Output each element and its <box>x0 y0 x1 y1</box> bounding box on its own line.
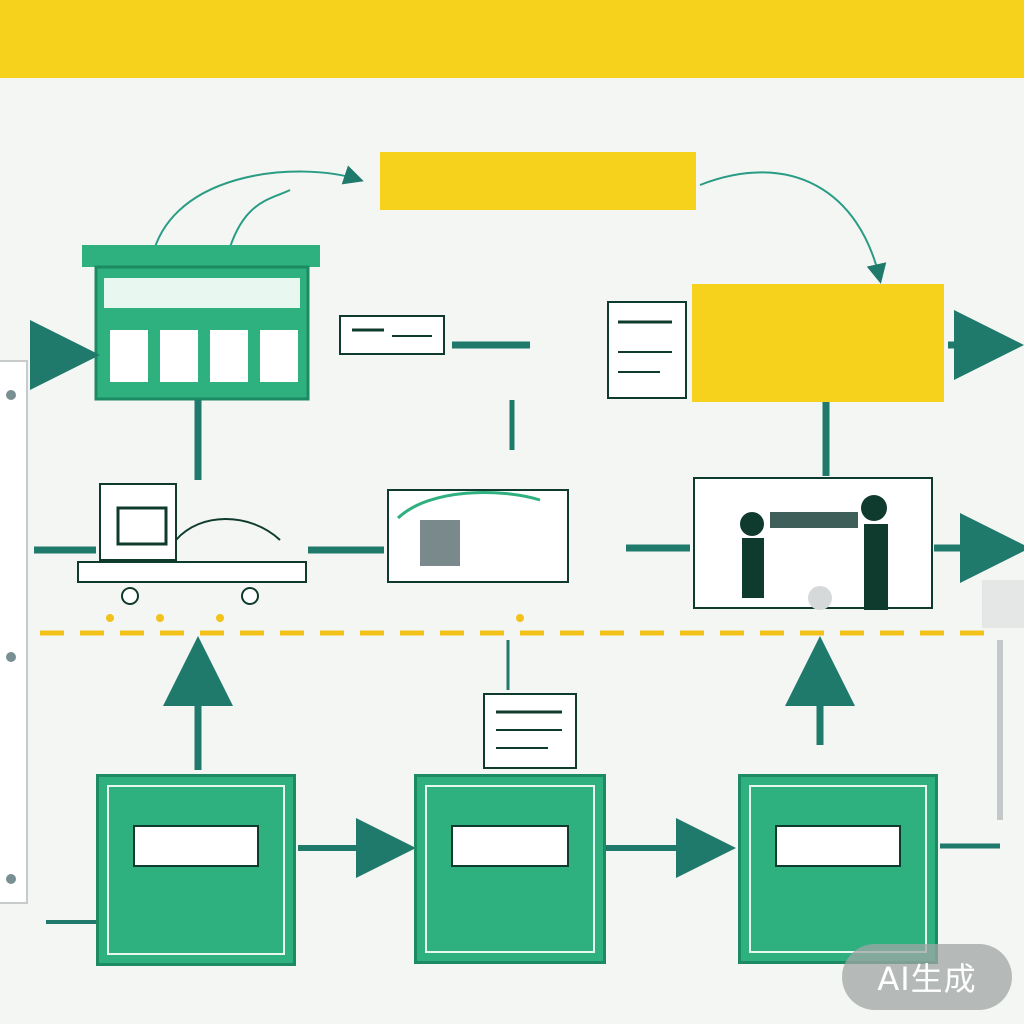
ai-generated-watermark: AI生成 <box>842 944 1012 1010</box>
top-banner <box>0 0 1024 78</box>
card-border <box>107 785 285 955</box>
step-card-2 <box>414 774 606 964</box>
card-border <box>749 785 927 953</box>
card-title <box>451 825 569 867</box>
left-rail <box>0 360 28 904</box>
right-label <box>692 284 944 402</box>
curve-arrow-right <box>699 171 887 284</box>
document-icon <box>339 315 445 355</box>
card-border <box>425 785 595 953</box>
worker-icon <box>693 477 933 610</box>
machine-icon-right <box>982 580 1024 820</box>
factory-icon <box>82 245 320 401</box>
card-title <box>775 825 901 867</box>
step-card-1 <box>96 774 296 966</box>
machine-icon <box>387 489 569 583</box>
rail-dot <box>6 652 16 662</box>
clipboard-icon <box>607 301 687 399</box>
card-title <box>133 825 259 867</box>
rail-dot <box>6 874 16 884</box>
center-label <box>380 152 696 210</box>
clipboard-icon-bottom <box>483 693 577 769</box>
step-card-3 <box>738 774 938 964</box>
curve-arrow-left <box>149 165 364 271</box>
truck-icon <box>77 483 307 605</box>
rail-dot <box>6 390 16 400</box>
